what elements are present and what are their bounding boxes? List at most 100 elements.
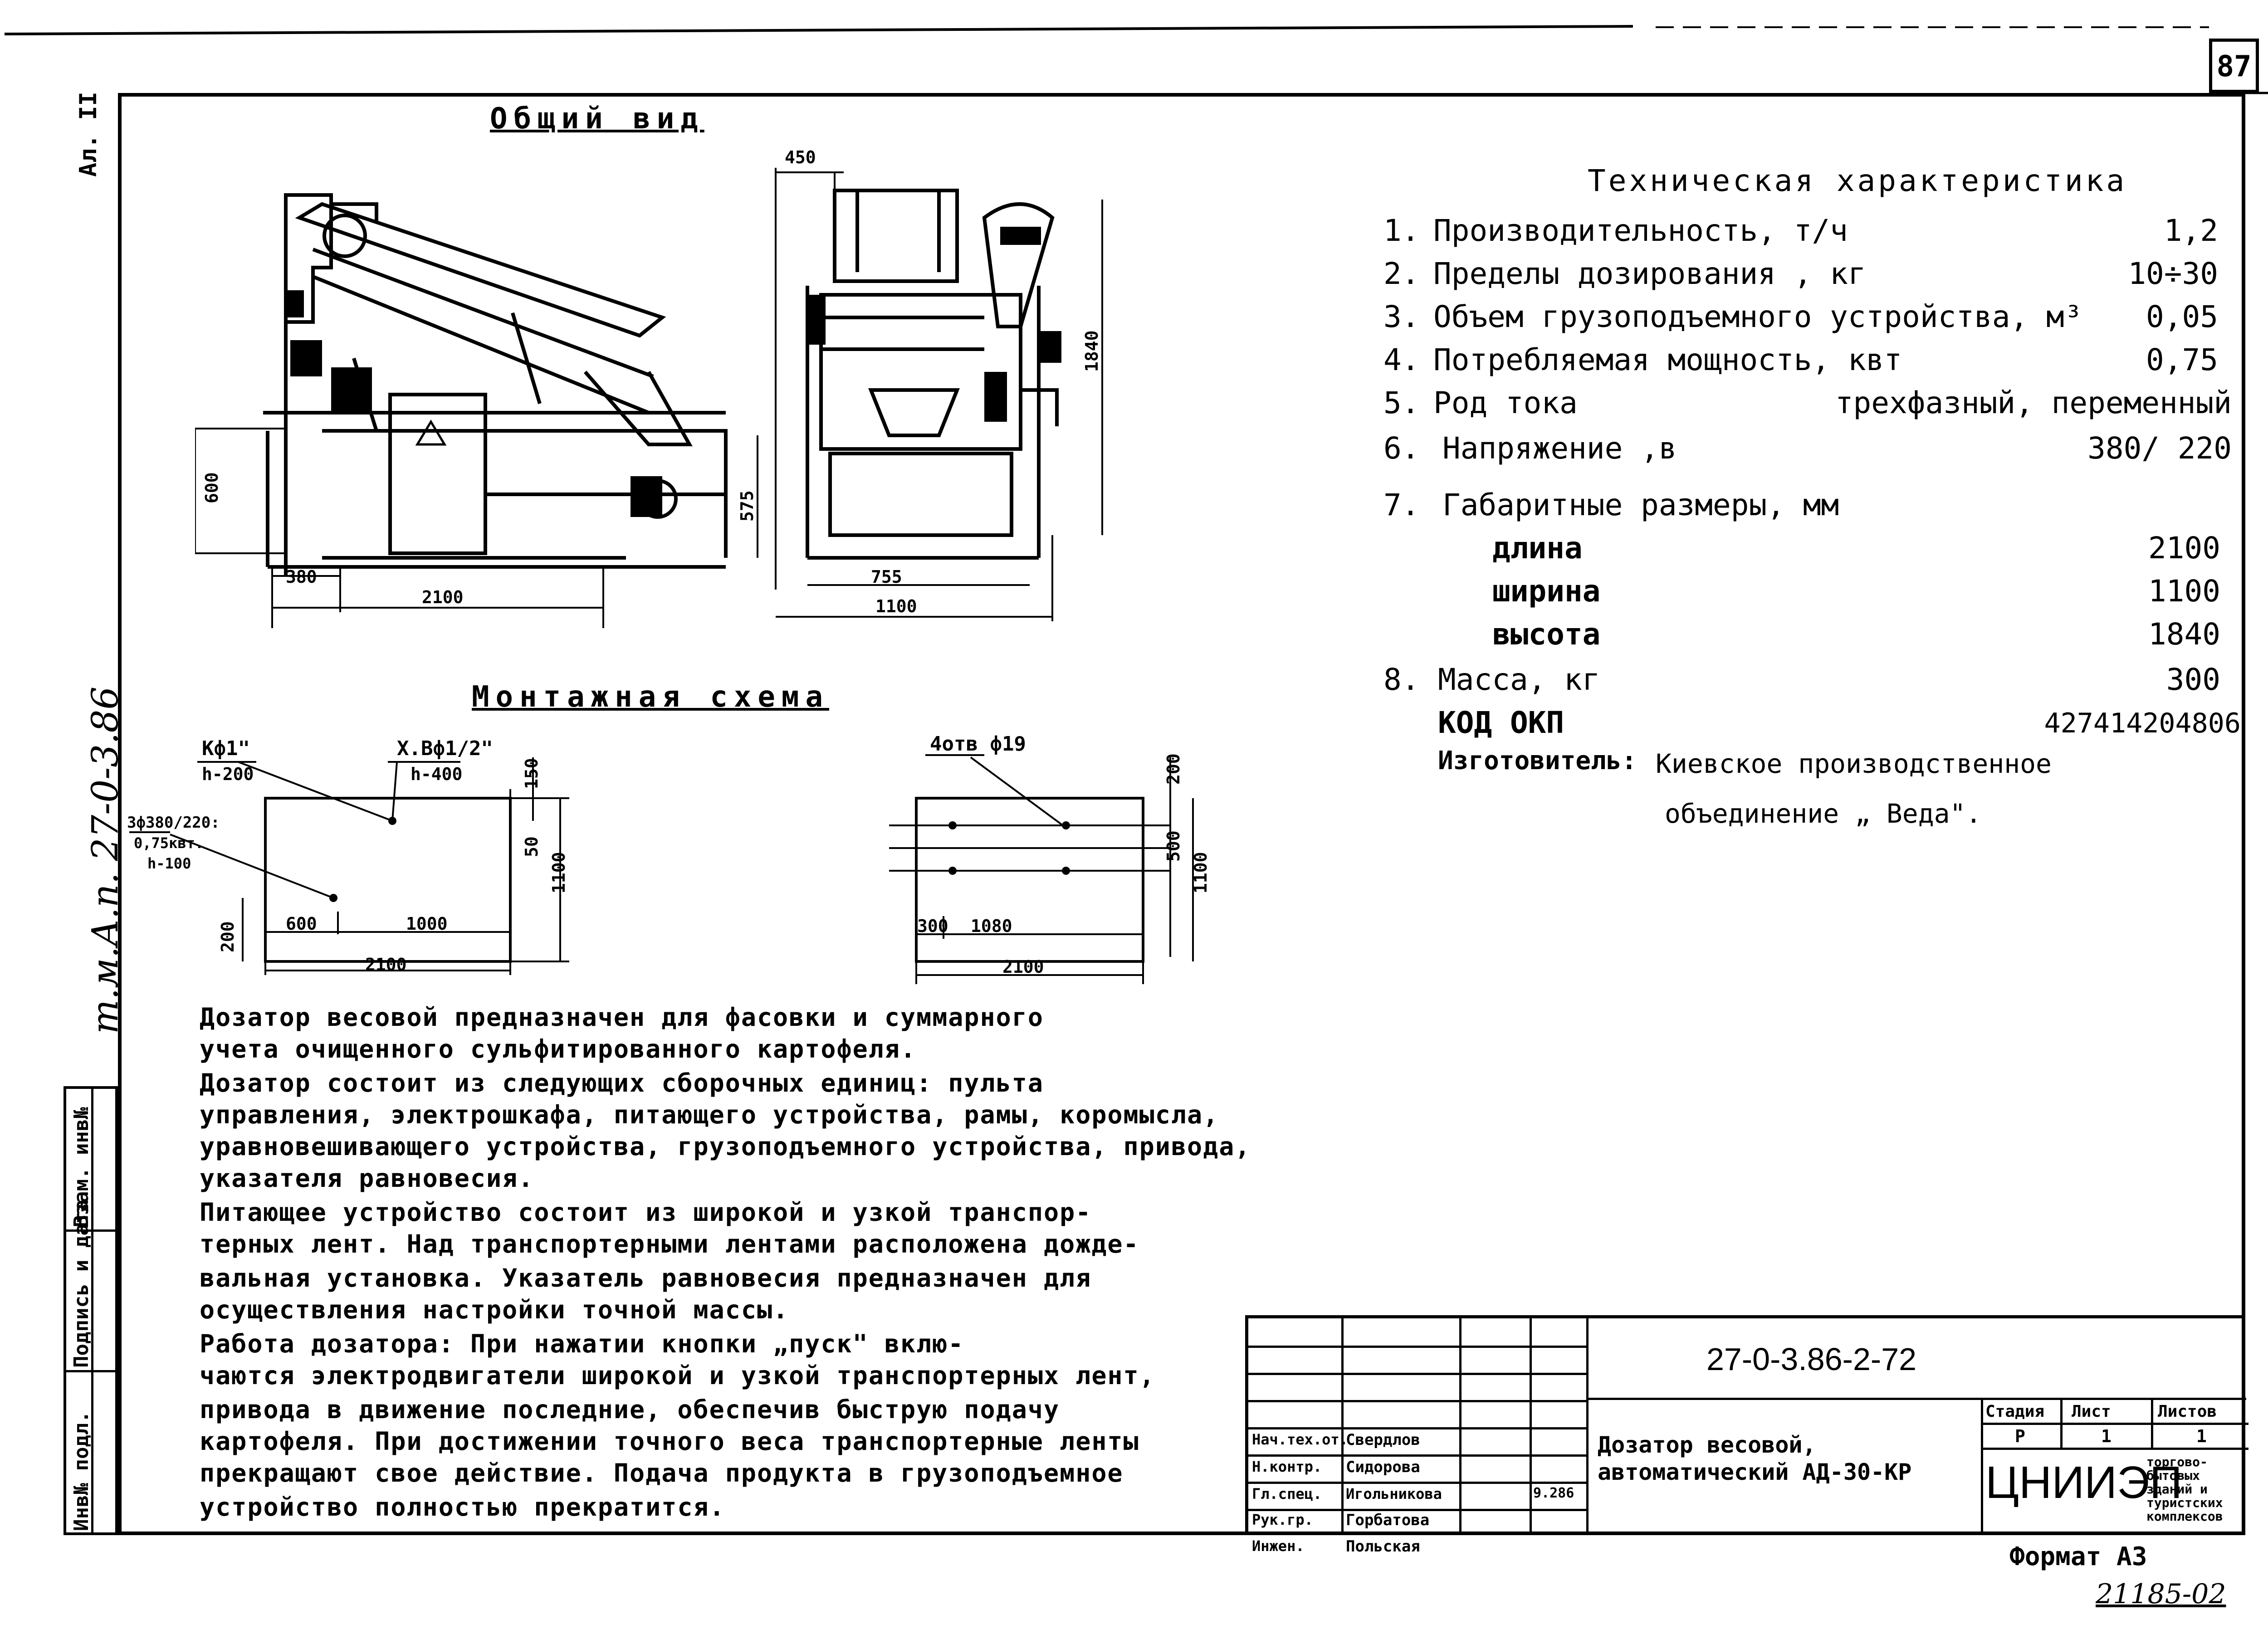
archive-number: 21185-02 (2096, 1578, 2226, 1610)
mounting-scheme-left: Кф1" h-200 Х.Вф1/2" h-400 3ф380/220: 0,7… (127, 737, 569, 975)
drawing-frame (118, 93, 2245, 1535)
tb-org-desc-2: бытовых (2146, 1468, 2200, 1483)
general-view-title: Общий вид (490, 102, 704, 136)
tech-row-2-value: 10÷30 (2128, 256, 2218, 291)
mounting-scheme-right: 4отв ф19 200 500 1100 300 1080 2100 (889, 732, 1211, 984)
dim-380: 380 (286, 567, 317, 587)
desc-line-8: терных лент. Над транспортерными лентами… (200, 1229, 1139, 1258)
side-label-top: Ал. II (75, 92, 102, 177)
tech-dim-length-label: длина (1492, 531, 1583, 566)
tech-row-5-label: Род тока (1433, 385, 1578, 420)
tech-dim-height-value: 1840 (2148, 617, 2220, 652)
tech-row-7-n: 7. (1383, 488, 1420, 522)
tech-okp-label: КОД ОКП (1438, 705, 1564, 740)
desc-line-14: картофеля. При достижении точного веса т… (200, 1427, 1139, 1456)
tech-row-7-label: Габаритные размеры, мм (1442, 488, 1839, 522)
mount-x1: Х.Вф1/2" (397, 737, 493, 760)
tech-row-1-value: 1,2 (2164, 213, 2218, 248)
tech-row-5-n: 5. (1383, 385, 1420, 420)
dim-2100: 2100 (422, 587, 464, 607)
dim-1840: 1840 (1082, 330, 1102, 372)
tech-mass-value: 300 (2166, 662, 2220, 697)
mount-d1100: 1100 (549, 852, 569, 893)
mount-r-d200: 200 (1163, 753, 1183, 785)
tb-sheet-label: Лист (2072, 1402, 2111, 1421)
tb-stage: Р (2015, 1426, 2025, 1446)
mount-d50: 50 (522, 836, 542, 857)
tech-row-3-label: Объем грузоподъемного устройства, м³ (1433, 299, 2082, 334)
mount-holes: 4отв ф19 (930, 732, 1026, 756)
mount-power-kw: 0,75квт. (134, 834, 204, 852)
tech-maker-line2: объединение „ Веда". (1665, 798, 1982, 829)
desc-line-2: учета очищенного сульфитированного карто… (200, 1034, 917, 1063)
stamp-inv: Инв№ подл. (70, 1411, 93, 1531)
tech-row-4-n: 4. (1383, 342, 1420, 377)
mount-d1000: 1000 (406, 914, 448, 934)
desc-line-12: чаются электродвигатели широкой и узкой … (200, 1361, 1155, 1390)
mount-d150: 150 (522, 758, 542, 789)
side-doc-code: т.м.А.п. 27-0-3.86 (84, 686, 126, 1034)
tb-name-5: Польская (1346, 1537, 1420, 1556)
stamp-replace: Взам. инв№ (70, 1107, 93, 1227)
tech-maker-label: Изготовитель: (1438, 746, 1637, 776)
dim-450: 450 (785, 147, 816, 167)
desc-line-4: управления, электрошкафа, питающего устр… (200, 1100, 1219, 1129)
tb-org: ЦНИИЭП (1985, 1457, 2182, 1508)
page-number: 87 (2209, 39, 2259, 93)
dim-600: 600 (202, 472, 222, 503)
front-view-drawing: 450 1840 755 1100 (775, 147, 1103, 621)
tb-role-2: Н.контр. (1252, 1458, 1322, 1475)
tech-dim-length-value: 2100 (2148, 531, 2220, 566)
desc-line-1: Дозатор весовой предназначен для фасовки… (200, 1003, 1044, 1032)
desc-line-13: привода в движение последние, обеспечив … (200, 1395, 1060, 1424)
tech-row-5-value: трехфазный, переменный (1835, 385, 2232, 420)
tech-row-6-value: 380/ 220 (2087, 431, 2232, 466)
tb-org-desc-5: комплексов (2146, 1509, 2223, 1524)
tech-row-4-label: Потребляемая мощность, квт (1433, 342, 1902, 377)
dim-575: 575 (737, 490, 757, 522)
mount-power: 3ф380/220: (127, 814, 220, 832)
tech-okp-value: 427414204806 (2044, 707, 2241, 739)
desc-line-3: Дозатор состоит из следующих сборочных е… (200, 1068, 1044, 1097)
side-view-drawing: 600 380 2100 575 (195, 193, 758, 628)
mounting-scheme-title: Монтажная схема (472, 680, 829, 714)
mount-r-d1080: 1080 (971, 916, 1012, 936)
tech-row-6-label: Напряжение ,в (1442, 431, 1677, 466)
desc-line-10: осуществления настройки точной массы. (200, 1295, 789, 1324)
desc-line-7: Питающее устройство состоит из широкой и… (200, 1198, 1092, 1227)
tb-role-4: Рук.гр. (1252, 1511, 1313, 1528)
tb-sheets: 1 (2196, 1426, 2207, 1446)
tb-role-5: Инжен. (1252, 1537, 1305, 1555)
tech-row-3-n: 3. (1383, 299, 1420, 334)
tb-org-desc-4: туристских (2146, 1495, 2223, 1510)
desc-line-5: уравновешивающего устройства, грузоподъе… (200, 1132, 1251, 1161)
desc-line-6: указателя равновесия. (200, 1164, 534, 1193)
mount-r-d500: 500 (1163, 830, 1183, 862)
title-block: Нач.тех.от. Свердлов Н.контр. Сидорова Г… (1245, 1315, 2248, 1556)
tb-name-2: Сидорова (1346, 1458, 1420, 1476)
tech-mass-label: Масса, кг (1438, 662, 1600, 697)
tech-row-3-value: 0,05 (2146, 299, 2218, 334)
tech-dim-width-label: ширина (1492, 574, 1601, 609)
tech-row-2-n: 2. (1383, 256, 1420, 291)
tech-dim-height-label: высота (1492, 617, 1601, 652)
mount-d600: 600 (286, 914, 317, 934)
tb-org-desc-1: торгово- (2146, 1454, 2208, 1469)
tb-name-line2: автоматический АД-30-КР (1598, 1459, 1912, 1485)
desc-line-15: прекращают свое действие. Подача продукт… (200, 1458, 1124, 1488)
tech-row-1-label: Производительность, т/ч (1433, 213, 1848, 248)
desc-line-11: Работа дозатора: При нажатии кнопки „пус… (200, 1329, 964, 1358)
mount-x1-h: h-400 (411, 764, 462, 784)
tb-name-4: Горбатова (1346, 1511, 1430, 1529)
tech-row-4-value: 0,75 (2146, 342, 2218, 377)
tb-sheet: 1 (2101, 1426, 2112, 1446)
format-label: Формат А3 (2009, 1542, 2147, 1571)
tb-name-1: Свердлов (1346, 1431, 1420, 1449)
tb-name-line1: Дозатор весовой, (1598, 1432, 1816, 1458)
tech-maker-line1: Киевское производственное (1656, 748, 2052, 779)
tb-stage-label: Стадия (1985, 1402, 2045, 1421)
desc-line-9: вальная установка. Указатель равновесия … (200, 1263, 1092, 1293)
mount-r-d1100: 1100 (1191, 852, 1211, 893)
mount-r-d300: 300 (917, 916, 948, 936)
tb-name-3: Игольникова (1346, 1485, 1442, 1502)
